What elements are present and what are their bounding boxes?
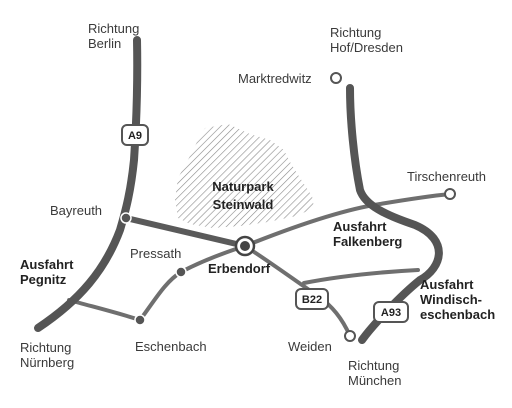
town-marktredwitz: Marktredwitz [238,71,312,86]
park-name-line1: Naturpark [212,179,274,194]
town-eschenbach: Eschenbach [135,339,207,354]
marker-marktredwitz [330,72,342,84]
highways [34,36,443,344]
marker-pressath [175,266,187,278]
town-pressath: Pressath [130,246,181,261]
naturpark-area [175,124,314,228]
shield-a9-label: A9 [128,130,142,142]
direction-hof-line1: Richtung [330,25,381,40]
road-pegnitz-eschenbach [67,298,142,322]
shield-b22: B22 [295,288,329,310]
marker-eschenbach [134,314,146,326]
exit-pegnitz-line2: Pegnitz [20,272,67,287]
marker-erbendorf [234,235,256,257]
highway-a9 [34,36,142,332]
shield-b22-label: B22 [302,294,322,306]
town-erbendorf: Erbendorf [208,261,271,276]
road-bayreuth-erbendorf [123,215,248,249]
direction-berlin-line1: Richtung [88,21,139,36]
highway-a93 [346,84,443,344]
town-tirschenreuth: Tirschenreuth [407,169,486,184]
marker-tirschenreuth [444,188,456,200]
exit-windischeschenbach-line1: Ausfahrt [420,277,474,292]
marker-weiden [344,330,356,342]
road-b22-windischeschenbach [302,268,420,285]
exit-pegnitz-line1: Ausfahrt [20,257,74,272]
park-name-line2: Steinwald [213,197,274,212]
town-weiden: Weiden [288,339,332,354]
exit-windischeschenbach-line3: eschenbach [420,307,495,322]
direction-muenchen-line2: München [348,373,401,388]
direction-nuernberg-line2: Nürnberg [20,355,74,370]
shield-a93: A93 [373,301,409,323]
exit-windischeschenbach-line2: Windisch- [420,292,482,307]
town-markers [120,72,456,342]
town-bayreuth: Bayreuth [50,203,102,218]
exit-falkenberg-line2: Falkenberg [333,234,402,249]
direction-hof-line2: Hof/Dresden [330,40,403,55]
shield-a9: A9 [121,124,149,146]
direction-berlin-line2: Berlin [88,36,121,51]
exit-falkenberg-line1: Ausfahrt [333,219,387,234]
shield-a93-label: A93 [381,307,401,319]
direction-nuernberg-line1: Richtung [20,340,71,355]
direction-muenchen-line1: Richtung [348,358,399,373]
marker-bayreuth [120,212,132,224]
